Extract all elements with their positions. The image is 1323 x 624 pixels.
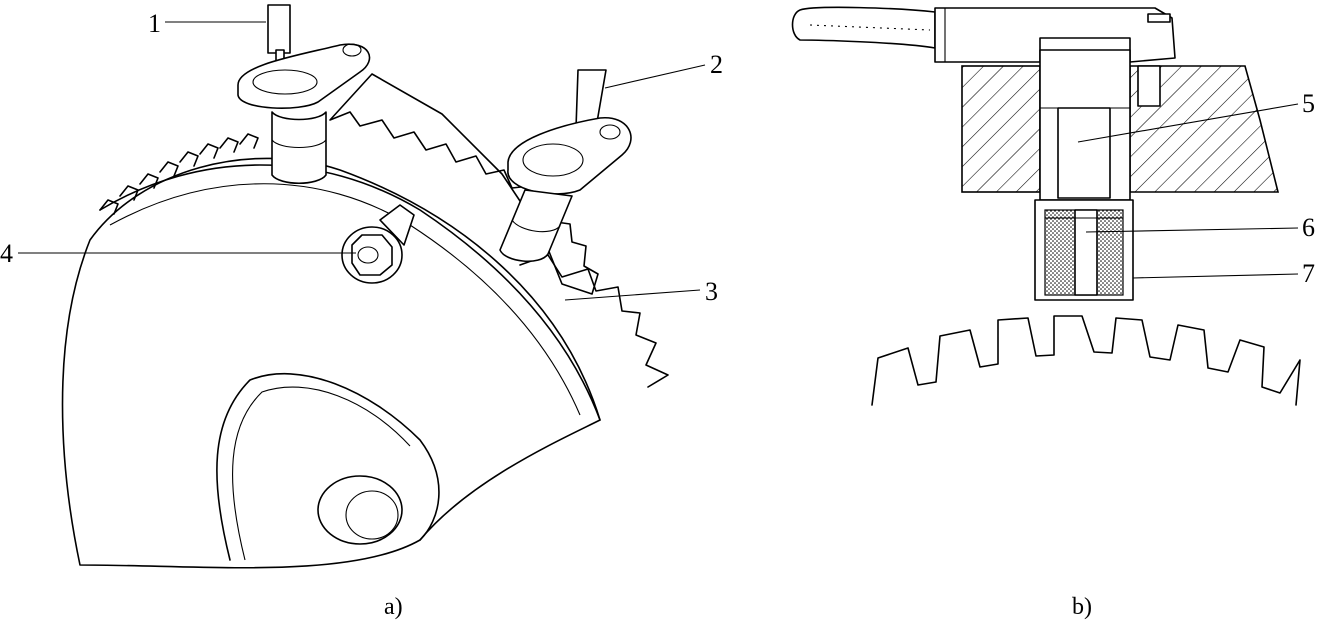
label-1: 1 <box>148 9 161 38</box>
sensor-2 <box>499 69 632 262</box>
inner-shroud-edge <box>232 386 411 561</box>
panel-a: 1 2 3 4 a) <box>0 4 723 620</box>
label-5: 5 <box>1302 89 1315 118</box>
sensor-1 <box>237 4 371 184</box>
sensor-cable <box>791 6 936 49</box>
rim-arc <box>99 164 601 421</box>
label-2: 2 <box>710 50 723 79</box>
label-3: 3 <box>705 277 718 306</box>
housing-body <box>61 157 601 569</box>
caption-b: b) <box>1072 594 1092 620</box>
caption-a: a) <box>384 594 403 620</box>
label-6: 6 <box>1302 213 1315 242</box>
inner-shroud <box>216 372 440 561</box>
label-4: 4 <box>0 239 13 268</box>
label-7: 7 <box>1302 259 1315 288</box>
shaft-hole <box>317 475 403 545</box>
panel-b: 5 6 7 b) <box>791 6 1315 620</box>
mounting-block <box>961 65 1280 193</box>
gear-teeth-left <box>99 133 259 215</box>
bolt-4 <box>341 204 415 284</box>
magnet-core-6 <box>1074 209 1098 296</box>
gear-wheel <box>871 315 1301 406</box>
